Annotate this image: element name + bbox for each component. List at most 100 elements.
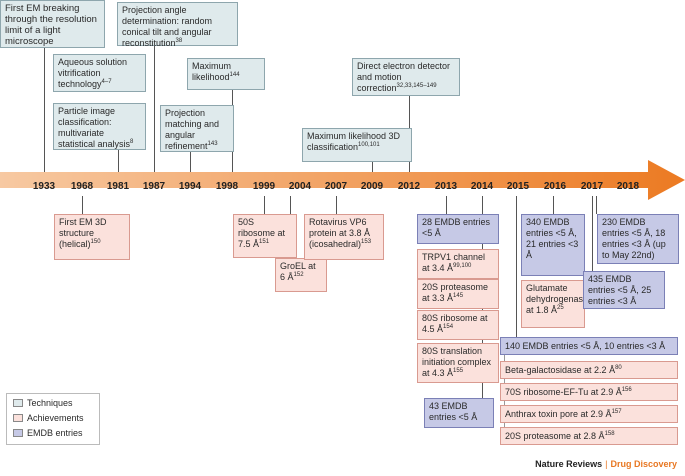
technique-box: Aqueous solution vitrification technolog… (53, 54, 146, 92)
year-2013: 2013 (434, 181, 458, 192)
achievement-text: 20S proteasome at 2.8 Å (505, 431, 605, 441)
reference-superscript: 38 (175, 38, 183, 44)
legend-label: Techniques (27, 398, 73, 408)
reference-superscript: 32,33,145–149 (396, 83, 437, 89)
reference-superscript: 153 (361, 239, 372, 245)
achievement-text: GroEL at 6 Å (280, 261, 316, 282)
technique-box: Projection angle determination: random c… (117, 2, 238, 48)
achievement-text: 80S translation initiation complex at 4.… (422, 346, 492, 378)
emdb-box: 140 EMDB entries <5 Å, 10 entries <3 Å (500, 337, 678, 355)
emdb-box: 435 EMDB entries <5 Å, 25 entries <3 Å (583, 271, 665, 309)
connector (592, 196, 593, 272)
year-2018: 2018 (616, 181, 640, 192)
credit-divider: | (605, 459, 608, 469)
connector (264, 196, 265, 214)
legend-item-achievements: Achievements (13, 413, 84, 423)
achievement-box: Beta-galactosidase at 2.2 Å80 (500, 361, 678, 379)
legend-label: Achievements (27, 413, 84, 423)
year-1981: 1981 (106, 181, 130, 192)
connector (118, 150, 119, 172)
reference-superscript: 157 (611, 409, 622, 415)
achievement-box: Rotavirus VP6 protein at 3.8 Å (icosahed… (304, 214, 384, 260)
achievement-text: Anthrax toxin pore at 2.9 Å (505, 409, 612, 419)
reference-superscript: 144 (229, 72, 240, 78)
legend-swatch (13, 429, 23, 437)
connector (190, 152, 191, 172)
legend-swatch (13, 414, 23, 422)
year-2009: 2009 (360, 181, 384, 192)
connector (596, 196, 597, 214)
technique-box: Maximum likelihood 3D classification100,… (302, 128, 412, 162)
technique-box: Maximum likelihood144 (187, 58, 265, 90)
achievement-text: First EM 3D structure (helical) (59, 217, 107, 249)
connector (372, 162, 373, 172)
year-1933: 1933 (32, 181, 56, 192)
year-2015: 2015 (506, 181, 530, 192)
reference-superscript: 150 (90, 239, 101, 245)
achievement-box: Glutamate dehydrogenase at 1.8 Å25 (521, 280, 588, 328)
technique-box: First EM breaking through the resolution… (0, 0, 105, 48)
connector (553, 196, 554, 214)
reference-superscript: 25 (557, 305, 564, 311)
connector (82, 196, 83, 214)
technique-text: Maximum likelihood 3D classification (307, 131, 401, 152)
achievement-box: TRPV1 channel at 3.4 Å99,100 (417, 249, 499, 279)
reference-superscript: 151 (259, 239, 270, 245)
emdb-box: 43 EMDB entries <5 Å (424, 398, 494, 428)
achievement-box: 70S ribosome-EF-Tu at 2.9 Å156 (500, 383, 678, 401)
achievement-box: 20S proteasome at 3.3 Å145 (417, 279, 499, 309)
year-1999: 1999 (252, 181, 276, 192)
connector (336, 196, 337, 214)
reference-superscript: 143 (207, 141, 218, 147)
year-1998: 1998 (215, 181, 239, 192)
achievement-box: Anthrax toxin pore at 2.9 Å157 (500, 405, 678, 423)
reference-superscript: 8 (130, 139, 134, 145)
emdb-text: 230 EMDB entries <5 Å, 18 entries <3 Å (… (602, 217, 666, 260)
achievement-text: 80S ribosome at 4.5 Å (422, 313, 488, 334)
year-2017: 2017 (580, 181, 604, 192)
year-2016: 2016 (543, 181, 567, 192)
emdb-text: 43 EMDB entries <5 Å (429, 401, 478, 422)
reference-superscript: 158 (604, 431, 615, 437)
technique-text: Projection angle determination: random c… (122, 5, 213, 48)
technique-box: Direct electron detector and motion corr… (352, 58, 460, 96)
reference-superscript: 4–7 (101, 79, 112, 85)
reference-superscript: 156 (621, 387, 632, 393)
achievement-box: 50S ribosome at 7.5 Å151 (233, 214, 297, 258)
year-1968: 1968 (70, 181, 94, 192)
achievement-box: 20S proteasome at 2.8 Å158 (500, 427, 678, 445)
connector (446, 196, 447, 214)
reference-superscript: 100,101 (358, 142, 380, 148)
technique-text: First EM breaking through the resolution… (5, 3, 97, 47)
achievement-text: 70S ribosome-EF-Tu at 2.9 Å (505, 387, 622, 397)
technique-text: Particle image classification: multivari… (58, 106, 131, 149)
reference-superscript: 152 (293, 272, 304, 278)
year-2004: 2004 (288, 181, 312, 192)
achievement-box: First EM 3D structure (helical)150 (54, 214, 130, 260)
timeline-arrow (0, 160, 685, 200)
achievement-text: 20S proteasome at 3.3 Å (422, 282, 489, 303)
technique-box: Projection matching and angular refineme… (160, 105, 234, 152)
technique-text: Aqueous solution vitrification technolog… (58, 57, 128, 89)
legend-item-emdb: EMDB entries (13, 428, 83, 438)
achievement-box: 80S translation initiation complex at 4.… (417, 343, 499, 383)
legend: Techniques Achievements EMDB entries (6, 393, 100, 445)
technique-box: Particle image classification: multivari… (53, 103, 146, 150)
journal-section: Drug Discovery (610, 459, 677, 469)
legend-label: EMDB entries (27, 428, 83, 438)
emdb-text: 340 EMDB entries <5 Å, 21 entries <3 Å (526, 217, 579, 260)
reference-superscript: 155 (453, 368, 464, 374)
achievement-box: 80S ribosome at 4.5 Å154 (417, 310, 499, 340)
year-2007: 2007 (324, 181, 348, 192)
reference-superscript: 145 (453, 293, 464, 299)
journal-credit: Nature Reviews|Drug Discovery (535, 459, 677, 469)
reference-superscript: 99,100 (453, 263, 472, 269)
emdb-text: 435 EMDB entries <5 Å, 25 entries <3 Å (588, 274, 652, 306)
year-1987: 1987 (142, 181, 166, 192)
achievement-box: GroEL at 6 Å152 (275, 258, 327, 292)
emdb-text: 140 EMDB entries <5 Å, 10 entries <3 Å (505, 341, 666, 351)
technique-text: Direct electron detector and motion corr… (357, 61, 451, 93)
achievement-text: Rotavirus VP6 protein at 3.8 Å (icosahed… (309, 217, 371, 249)
year-2012: 2012 (397, 181, 421, 192)
connector (154, 46, 155, 172)
